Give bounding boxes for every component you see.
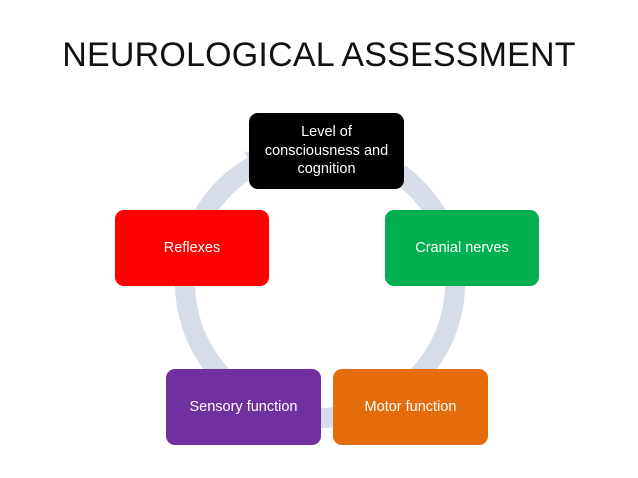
node-label: Reflexes (163, 239, 221, 256)
node-sensory-function: Sensory function (166, 369, 321, 445)
node-reflexes: Reflexes (115, 210, 269, 286)
node-label: Motor function (364, 398, 457, 415)
node-level-of-consciousness: Level of consciousness and cognition (249, 113, 404, 189)
slide-title: NEUROLOGICAL ASSESSMENT (62, 36, 576, 74)
node-motor-function: Motor function (333, 369, 488, 445)
node-cranial-nerves: Cranial nerves (385, 210, 539, 286)
node-label: Cranial nerves (415, 239, 509, 256)
node-label: Sensory function (189, 398, 298, 415)
node-label: Level of consciousness and cognition (264, 123, 389, 178)
